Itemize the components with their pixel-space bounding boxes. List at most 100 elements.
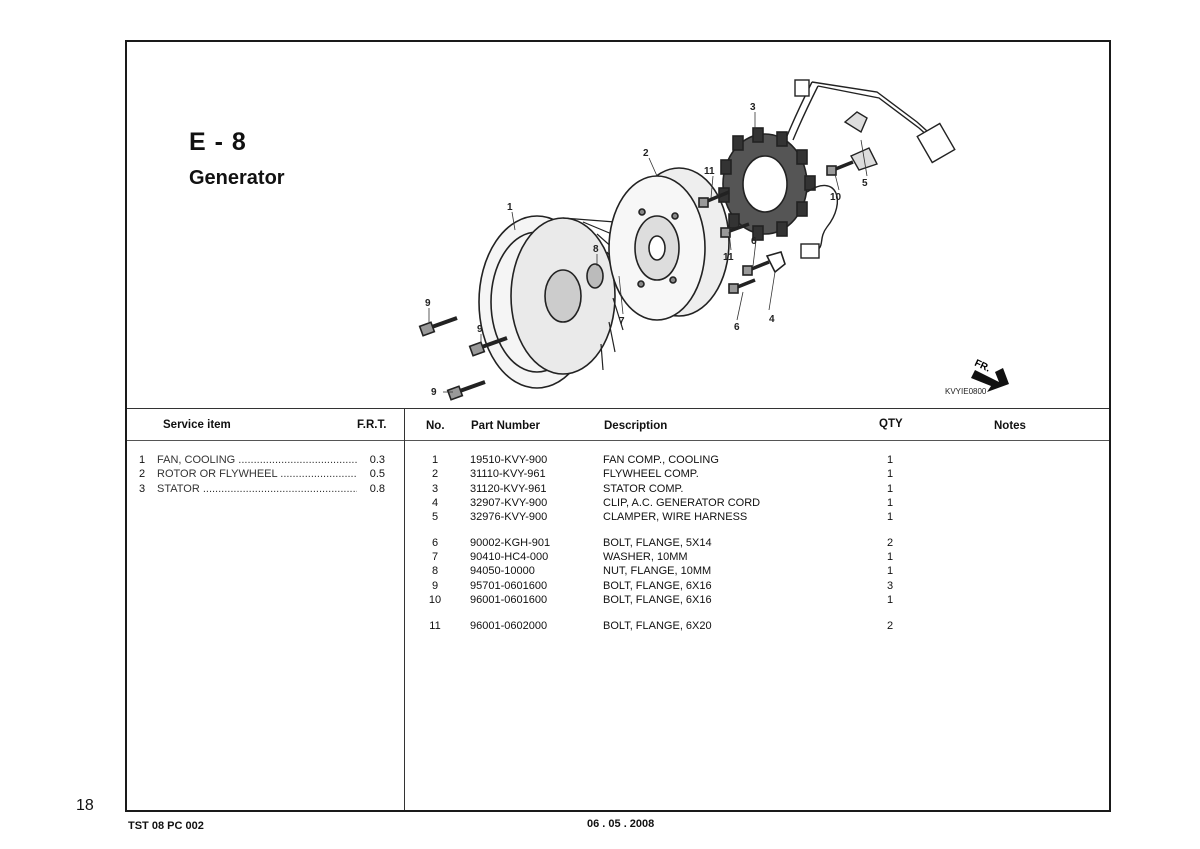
part-qty: 1 <box>886 468 894 480</box>
fan-cooling-drawing <box>478 215 628 389</box>
part-qty: 2 <box>886 537 894 549</box>
part-qty: 1 <box>886 454 894 466</box>
service-item-header: Service item <box>163 419 231 431</box>
service-row-frt: 0.5 <box>369 468 385 480</box>
callout-label: 7 <box>619 316 625 327</box>
part-number: 19510-KVY-900 <box>470 454 548 466</box>
callout-label: 4 <box>769 314 775 325</box>
frt-header: F.R.T. <box>357 419 387 431</box>
part-description: FAN COMP., COOLING <box>603 454 719 466</box>
part-number: 94050-10000 <box>470 565 535 577</box>
section-title: Generator <box>189 167 285 189</box>
service-row-leader: STATOR .................................… <box>157 483 357 495</box>
parts-row: 2 31110-KVY-961 FLYWHEEL COMP. 1 <box>405 468 1111 482</box>
service-row-name: ROTOR OR FLYWHEEL <box>157 468 278 480</box>
callout-label: 6 <box>751 236 757 247</box>
parts-row: 7 90410-HC4-000 WASHER, 10MM 1 <box>405 551 1111 565</box>
part-no: 10 <box>428 594 442 606</box>
callout-label: 5 <box>862 178 868 189</box>
service-row-frt: 0.3 <box>369 454 385 466</box>
parts-row: 4 32907-KVY-900 CLIP, A.C. GENERATOR COR… <box>405 497 1111 511</box>
service-row: 2 ROTOR OR FLYWHEEL ....................… <box>139 468 389 482</box>
part-no: 4 <box>431 497 439 509</box>
part-qty: 1 <box>886 551 894 563</box>
part-no: 1 <box>431 454 439 466</box>
parts-row: 1 19510-KVY-900 FAN COMP., COOLING 1 <box>405 454 1111 468</box>
part-no: 5 <box>431 511 439 523</box>
service-row: 3 STATOR ...............................… <box>139 483 389 497</box>
table-column-rule <box>404 408 405 810</box>
qty-header: QTY <box>879 418 903 430</box>
part-description: CLIP, A.C. GENERATOR CORD <box>603 497 761 509</box>
part-qty: 1 <box>886 483 894 495</box>
callout-label: 9 <box>477 324 483 335</box>
part-qty: 1 <box>886 497 894 509</box>
part-number: 32907-KVY-900 <box>470 497 548 509</box>
callout-label: 2 <box>643 148 649 159</box>
description-header: Description <box>604 420 668 432</box>
part-description: NUT, FLANGE, 10MM <box>603 565 712 577</box>
parts-row: 3 31120-KVY-961 STATOR COMP. 1 <box>405 483 1111 497</box>
part-number: 31110-KVY-961 <box>470 468 546 480</box>
exploded-parts-diagram: 1 2 3 4 5 6 6 7 8 9 9 9 10 11 11 FR. KVY… <box>418 79 1009 401</box>
bolts-9-drawing <box>418 316 508 401</box>
part-number: 95701-0601600 <box>470 580 548 592</box>
service-row: 1 FAN, COOLING .........................… <box>139 454 389 468</box>
parts-row: 11 96001-0602000 BOLT, FLANGE, 6X20 2 <box>405 620 1111 634</box>
part-number-header: Part Number <box>471 420 541 432</box>
part-qty: 1 <box>886 565 894 577</box>
part-description: WASHER, 10MM <box>603 551 688 563</box>
document-date: 06 . 05 . 2008 <box>587 818 655 830</box>
parts-row: 6 90002-KGH-901 BOLT, FLANGE, 5X14 2 <box>405 537 1111 551</box>
part-no: 8 <box>431 565 439 577</box>
service-row-number: 1 <box>139 454 146 466</box>
service-row-frt: 0.8 <box>369 483 385 495</box>
part-description: BOLT, FLANGE, 5X14 <box>603 537 712 549</box>
service-row-number: 3 <box>139 483 146 495</box>
callout-label: 9 <box>425 298 431 309</box>
document-code: TST 08 PC 002 <box>128 820 204 832</box>
service-row-name: STATOR <box>157 483 200 495</box>
part-qty: 3 <box>886 580 894 592</box>
section-code: E - 8 <box>189 128 247 156</box>
callout-label: 10 <box>830 192 842 203</box>
part-no: 2 <box>431 468 439 480</box>
small-bolts-drawing <box>698 160 854 294</box>
service-row-number: 2 <box>139 468 146 480</box>
callout-label: 3 <box>750 102 756 113</box>
part-description: FLYWHEEL COMP. <box>603 468 699 480</box>
callout-label: 11 <box>704 166 715 177</box>
parts-row: 5 32976-KVY-900 CLAMPER, WIRE HARNESS 1 <box>405 511 1111 525</box>
part-no: 6 <box>431 537 439 549</box>
parts-row: 9 95701-0601600 BOLT, FLANGE, 6X16 3 <box>405 580 1111 594</box>
flywheel-drawing <box>608 167 730 321</box>
part-qty: 1 <box>886 594 894 606</box>
part-description: BOLT, FLANGE, 6X16 <box>603 580 712 592</box>
part-no: 11 <box>429 620 441 632</box>
parts-row: 10 96001-0601600 BOLT, FLANGE, 6X16 1 <box>405 594 1111 608</box>
page-number: 18 <box>76 797 94 814</box>
service-row-name: FAN, COOLING <box>157 454 236 466</box>
part-no: 9 <box>431 580 439 592</box>
callout-label: 9 <box>431 387 437 398</box>
part-qty: 1 <box>886 511 894 523</box>
part-number: 31120-KVY-961 <box>470 483 547 495</box>
part-description: CLAMPER, WIRE HARNESS <box>603 511 748 523</box>
table-header-rule <box>127 440 1109 441</box>
diagram-ref-code: KVYIE0800 <box>945 387 987 396</box>
service-row-leader: FAN, COOLING ...........................… <box>157 454 357 466</box>
parts-page-frame: E - 8 Generator <box>125 40 1111 812</box>
part-description: STATOR COMP. <box>603 483 684 495</box>
stator-drawing <box>718 127 816 241</box>
table-top-rule <box>127 408 1109 409</box>
part-qty: 2 <box>886 620 894 632</box>
wire-harness-drawing <box>786 79 956 259</box>
part-no: 3 <box>431 483 439 495</box>
notes-header: Notes <box>994 420 1026 432</box>
callout-label: 1 <box>507 202 513 213</box>
part-description: BOLT, FLANGE, 6X20 <box>603 620 712 632</box>
part-number: 90002-KGH-901 <box>470 537 551 549</box>
part-number: 32976-KVY-900 <box>470 511 548 523</box>
parts-row: 8 94050-10000 NUT, FLANGE, 10MM 1 <box>405 565 1111 579</box>
callout-labels: 1 2 3 4 5 6 6 7 8 9 9 9 10 11 11 <box>425 102 868 398</box>
